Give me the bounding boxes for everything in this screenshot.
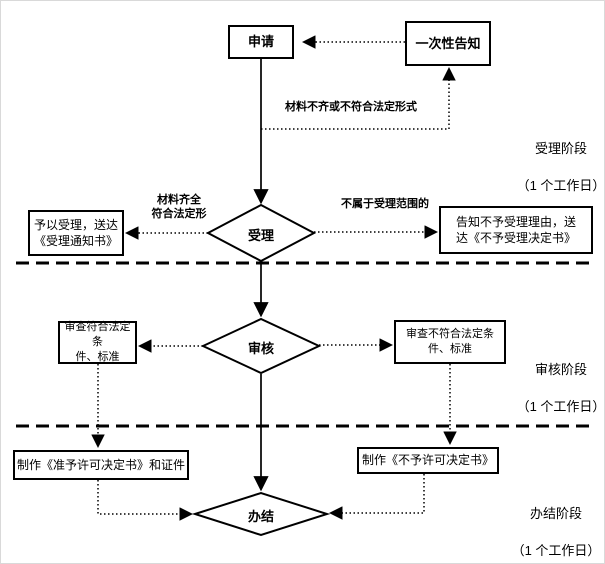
accept-granted-box: 予以受理，送达 《受理通知书》 — [28, 210, 124, 256]
edge-label-materials-incomplete: 材料不齐或不符合法定形式 — [285, 101, 417, 113]
stage-finish-duration: （1 个工作日） — [511, 542, 601, 558]
accept-denied-box: 告知不予受理理由，送 达《不予受理决定书》 — [439, 206, 593, 254]
stage-finish-name: 办结阶段 — [529, 506, 582, 522]
review-fail-box: 审查不符合法定条 件、标准 — [394, 320, 506, 364]
finish-diamond-shape — [191, 491, 331, 537]
review-diamond-shape — [200, 317, 322, 375]
edge-label-out-of-scope: 不属于受理范围的 — [341, 198, 429, 210]
accept-diamond-shape — [205, 203, 317, 263]
review-pass-box: 审查符合法定条 件、标准 — [58, 321, 137, 364]
one-time-notice-box: 一次性告知 — [405, 21, 491, 66]
stage-label-accept: 受理阶段 （1 个工作日） — [506, 122, 605, 213]
edge-make-denial-to-finish — [329, 474, 425, 520]
accept-diamond-label: 受理 — [247, 228, 274, 243]
edge-make-permit-to-finish — [97, 480, 193, 521]
stage-review-duration: （1 个工作日） — [516, 398, 605, 414]
edge-label-materials-complete: 材料齐全 符合法定形 — [151, 194, 207, 221]
make-denial-box: 制作《不予许可决定书》 — [357, 447, 499, 474]
stage-label-finish: 办结阶段 （1 个工作日） — [501, 487, 604, 563]
edge-incomplete-feedback-to-notice — [261, 67, 456, 130]
stage-accept-duration: （1 个工作日） — [516, 177, 605, 193]
stage-accept-name: 受理阶段 — [534, 141, 587, 157]
stage-review-name: 审核阶段 — [534, 362, 587, 378]
stage-label-review: 审核阶段 （1 个工作日） — [506, 343, 605, 434]
make-permit-box: 制作《准予许可决定书》和证件 — [13, 450, 189, 480]
review-diamond-label: 审核 — [247, 341, 274, 356]
finish-diamond-label: 办结 — [247, 509, 274, 524]
apply-box: 申请 — [228, 25, 294, 59]
